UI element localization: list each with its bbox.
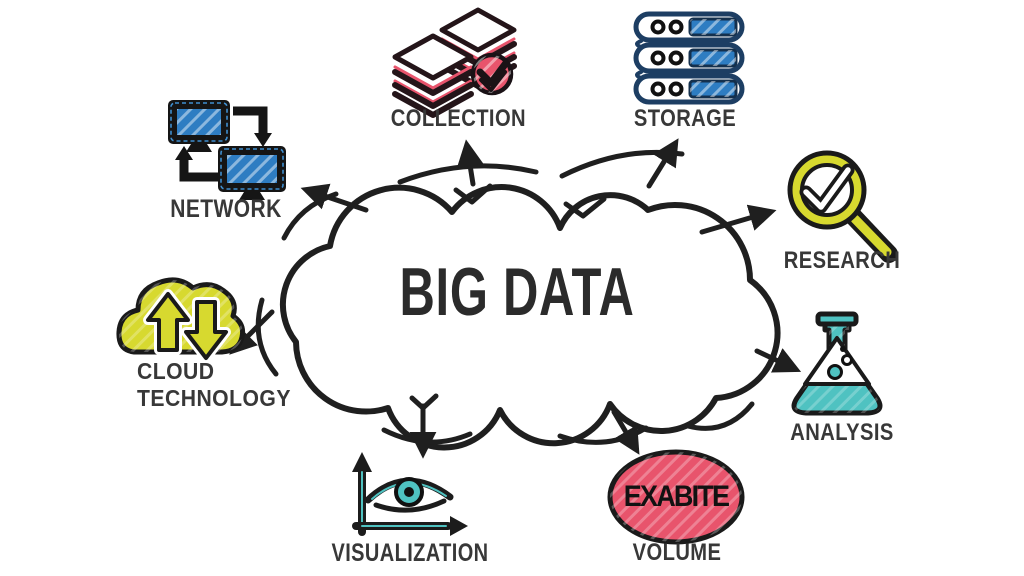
download-arrow (184, 300, 228, 360)
cloud-upload-download-icon (116, 277, 246, 363)
connector-storage (646, 138, 679, 189)
upload-arrow (146, 292, 190, 352)
label-visualization: VISUALIZATION (331, 539, 489, 567)
label-network: NETWORK (170, 195, 282, 223)
connector-analysis (754, 348, 802, 373)
label-analysis: ANALYSIS (790, 419, 894, 446)
chart-axes-eye-icon (352, 452, 468, 536)
central-cloud-title: BIG DATA (399, 254, 635, 330)
label-research: RESEARCH (783, 247, 901, 274)
stacked-data-trays-check-icon (392, 7, 517, 118)
label-volume: VOLUME (632, 539, 722, 566)
connected-monitors-sync-arrows-icon (168, 100, 286, 200)
chemistry-flask-icon (791, 311, 883, 416)
server-rack-icon (633, 11, 745, 105)
connector-research (699, 204, 777, 235)
magnifying-glass-check-icon (787, 150, 898, 263)
label-storage: STORAGE (633, 105, 737, 132)
connector-volume (611, 409, 640, 455)
red-ellipse-badge-icon (607, 449, 745, 545)
central-cloud-shape (255, 149, 781, 451)
connector-collection (456, 139, 484, 187)
label-cloud-technology: CLOUD TECHNOLOGY (137, 358, 291, 411)
label-collection: COLLECTION (390, 105, 527, 132)
connector-network (300, 183, 369, 213)
volume-exabite-badge-text: EXABITE (623, 480, 730, 513)
